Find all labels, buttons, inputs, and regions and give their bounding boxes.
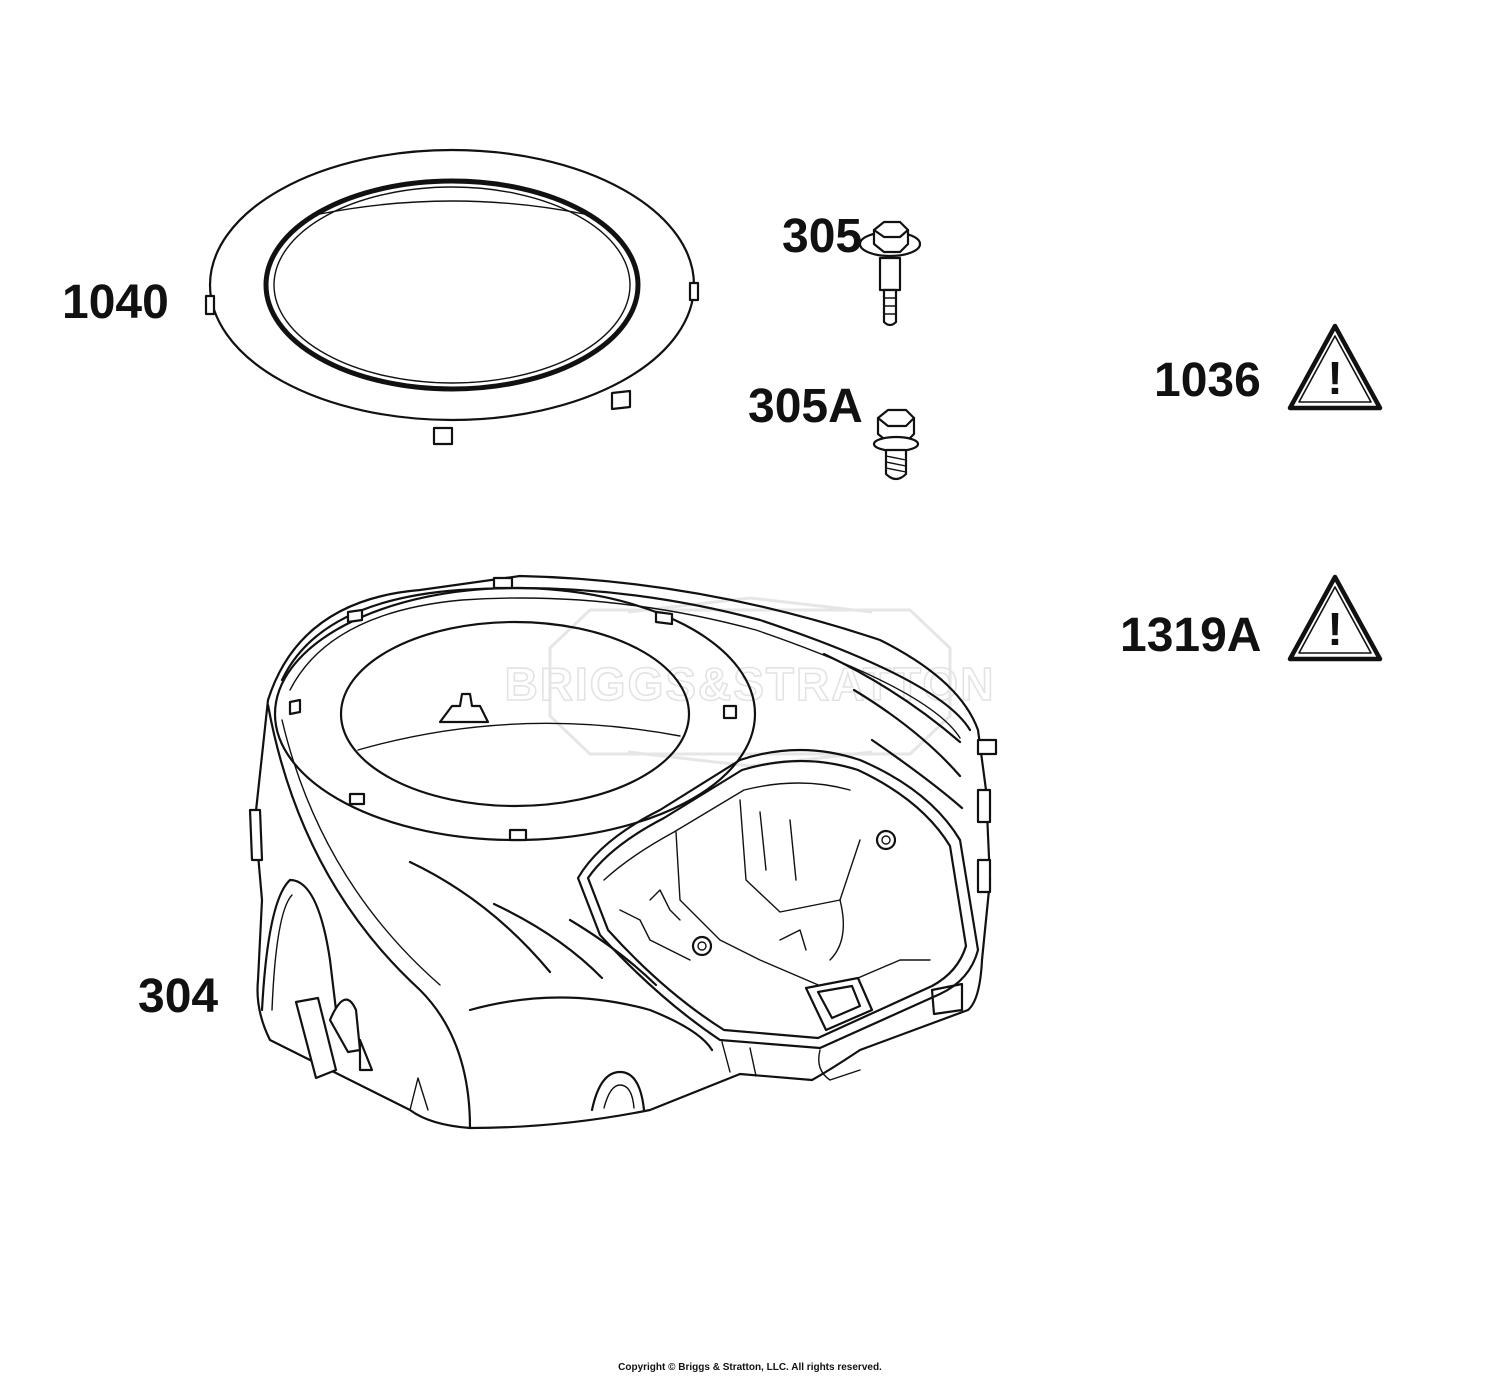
- warning-triangle-icon: !: [1327, 352, 1342, 404]
- part-label-304: 304: [138, 970, 218, 1023]
- ring-part[interactable]: [204, 148, 700, 446]
- part-label-305a: 305A: [748, 380, 863, 433]
- screw-305a-part[interactable]: [872, 408, 920, 481]
- warning-decal-1036[interactable]: !: [1287, 323, 1383, 411]
- warning-triangle-icon: !: [1327, 603, 1342, 655]
- part-label-1040: 1040: [62, 276, 169, 329]
- copyright-notice: Copyright © Briggs & Stratton, LLC. All …: [618, 1362, 882, 1373]
- blower-housing-part[interactable]: [248, 574, 998, 1130]
- warning-decal-1319a[interactable]: !: [1287, 574, 1383, 662]
- part-label-1036: 1036: [1154, 354, 1261, 407]
- part-label-1319a: 1319A: [1120, 609, 1261, 662]
- screw-305-part[interactable]: [858, 220, 922, 327]
- part-label-305: 305: [782, 210, 862, 263]
